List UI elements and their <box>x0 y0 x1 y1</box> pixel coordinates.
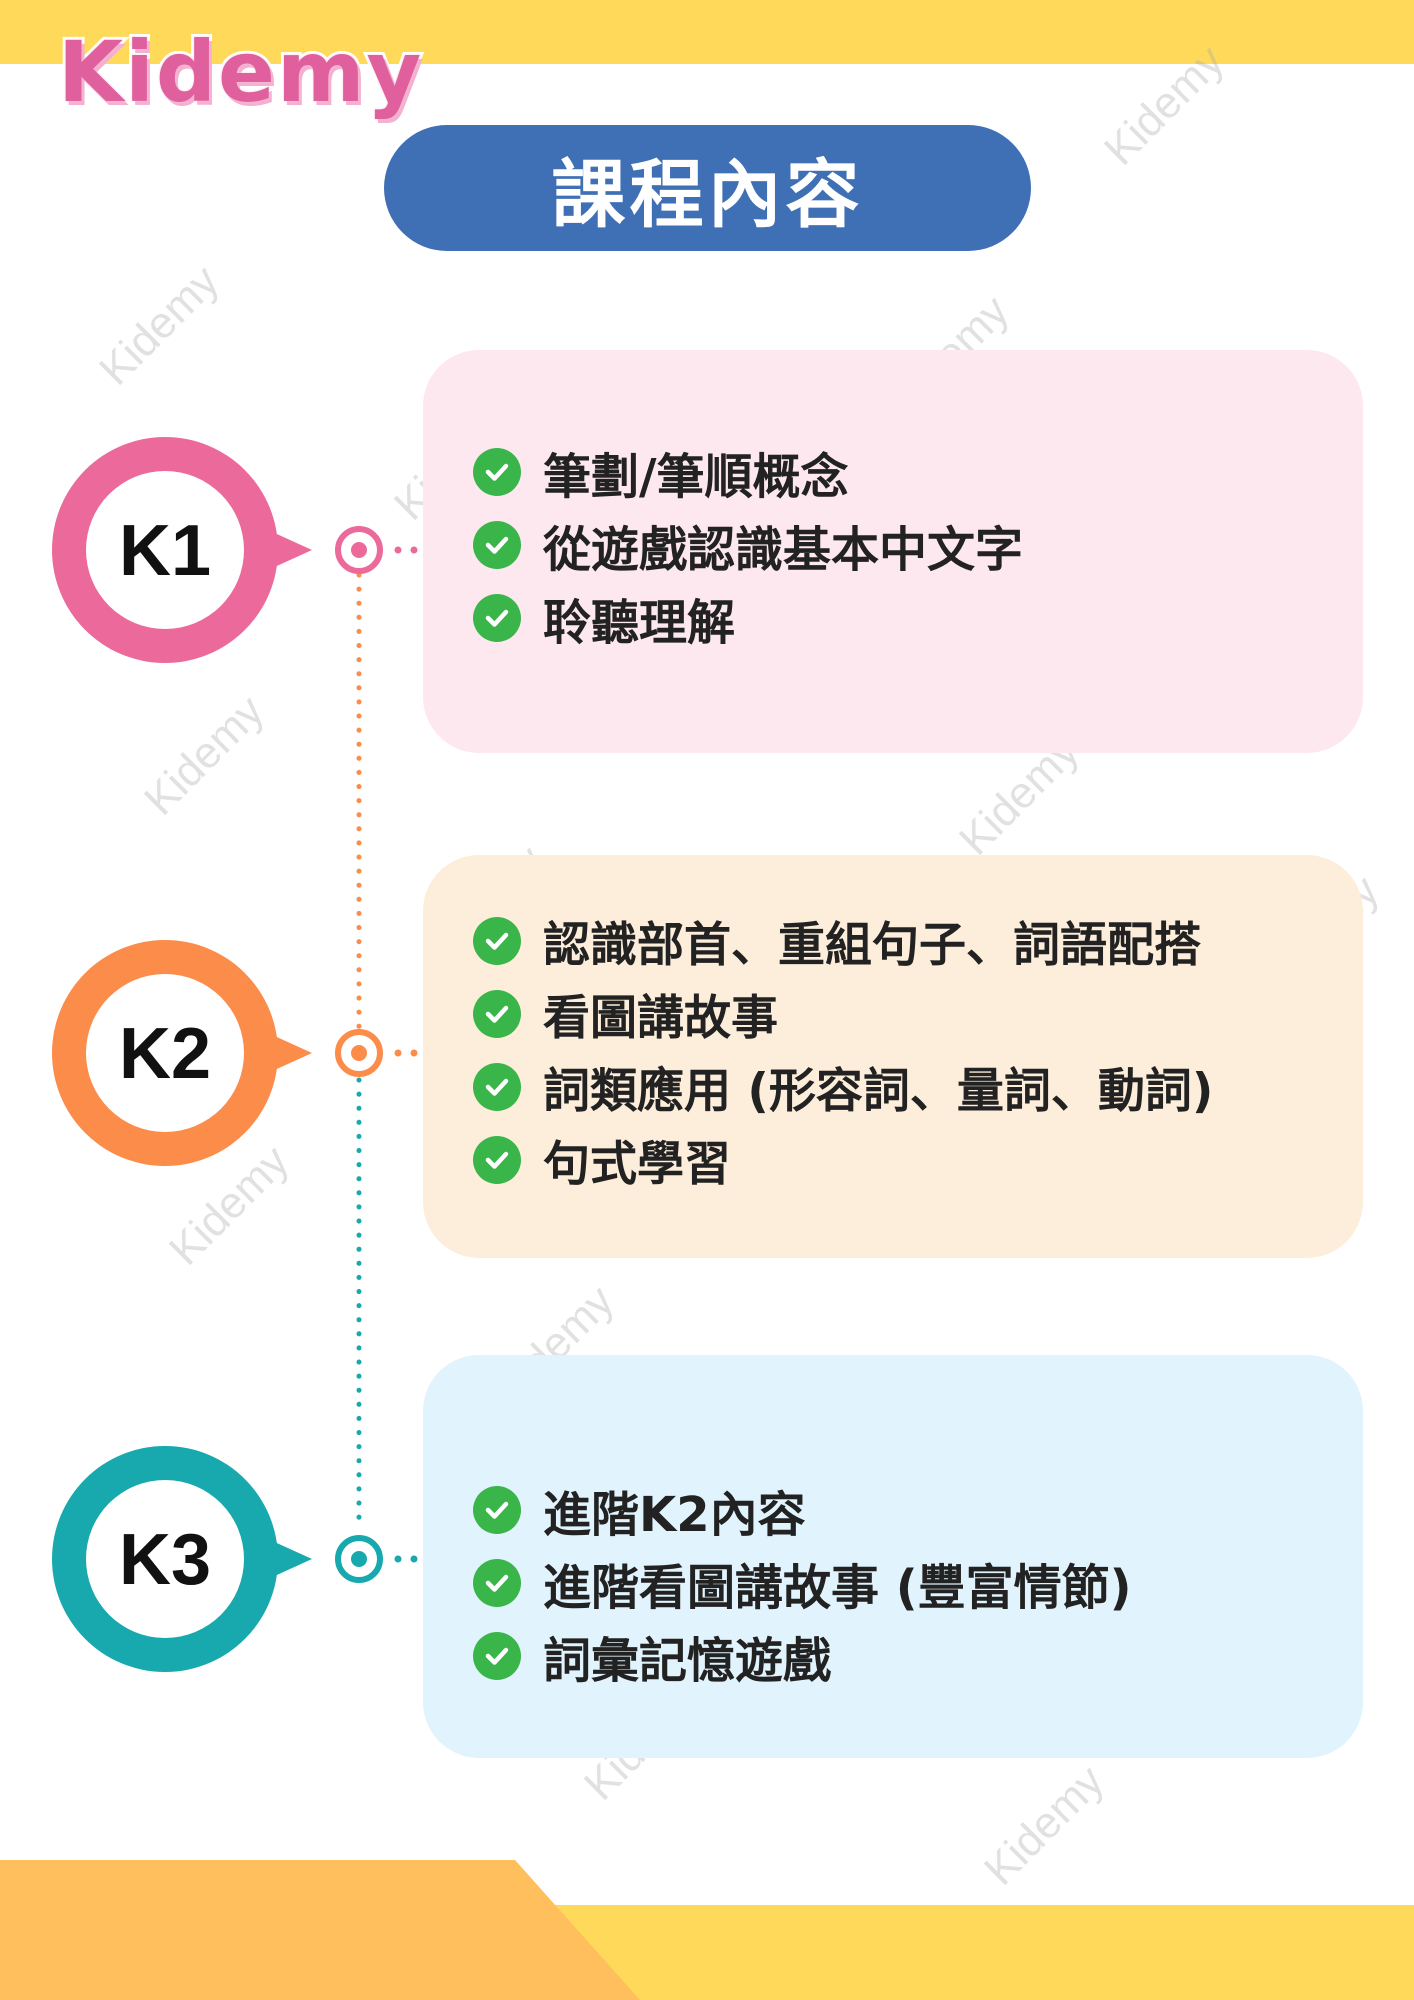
node-k1 <box>335 526 418 574</box>
watermark: Kidemy <box>135 686 274 825</box>
item-text: 看圖講故事 <box>543 991 778 1046</box>
list-item: 認識部首、重組句子、詞語配搭 <box>473 904 1213 977</box>
level-label-k1: K1 <box>118 511 212 591</box>
level-label-k2: K2 <box>118 1014 212 1094</box>
list-item: 句式學習 <box>473 1123 1213 1196</box>
list-item: 進階K2內容 <box>473 1473 1132 1546</box>
check-icon <box>473 989 521 1038</box>
check-icon <box>473 1485 521 1534</box>
check-icon <box>473 593 521 642</box>
list-item: 從遊戲認識基本中文字 <box>473 508 1023 581</box>
check-icon <box>473 1062 521 1111</box>
watermark: Kidemy <box>90 256 229 395</box>
list-item: 詞類應用 (形容詞、量詞、動詞) <box>473 1050 1213 1123</box>
kidemy-logo: Kidemy <box>55 20 478 124</box>
list-item: 筆劃/筆順概念 <box>473 435 1023 508</box>
logo-text: Kidemy <box>55 20 424 124</box>
list-item: 看圖講故事 <box>473 977 1213 1050</box>
watermark: Kidemy <box>160 1136 299 1275</box>
top-band <box>0 0 1414 64</box>
list-item: 詞彙記憶遊戲 <box>473 1619 1132 1692</box>
level-label-k3: K3 <box>118 1520 212 1600</box>
card-k2: 認識部首、重組句子、詞語配搭 看圖講故事 詞類應用 (形容詞、量詞、動詞) 句式… <box>423 855 1363 1258</box>
bottom-band <box>0 1860 1414 2000</box>
item-text: 從遊戲認識基本中文字 <box>543 521 1024 578</box>
node-k2 <box>335 1029 418 1077</box>
check-icon <box>473 1631 521 1680</box>
check-icon <box>473 916 521 965</box>
item-text: 筆劃/筆順概念 <box>543 448 849 505</box>
list-item: 進階看圖講故事 (豐富情節) <box>473 1546 1132 1619</box>
card-k3: 進階K2內容 進階看圖講故事 (豐富情節) 詞彙記憶遊戲 <box>423 1355 1363 1758</box>
check-icon <box>473 1135 521 1184</box>
page-title-text: 課程內容 <box>551 151 864 238</box>
card-k1: 筆劃/筆順概念 從遊戲認識基本中文字 聆聽理解 <box>423 350 1363 753</box>
check-icon <box>473 1558 521 1607</box>
check-icon <box>473 520 521 569</box>
item-text: 聆聽理解 <box>543 594 736 651</box>
item-text: 句式學習 <box>543 1137 731 1192</box>
page-title: 課程內容 <box>384 125 1031 251</box>
node-k3 <box>335 1535 418 1583</box>
item-text: 詞類應用 (形容詞、量詞、動詞) <box>543 1064 1214 1119</box>
list-item: 聆聽理解 <box>473 581 1023 654</box>
check-icon <box>473 447 521 496</box>
item-text: 進階K2內容 <box>543 1486 806 1543</box>
item-text: 認識部首、重組句子、詞語配搭 <box>543 918 1201 973</box>
item-text: 詞彙記憶遊戲 <box>543 1632 832 1689</box>
item-text: 進階看圖講故事 (豐富情節) <box>543 1559 1132 1616</box>
